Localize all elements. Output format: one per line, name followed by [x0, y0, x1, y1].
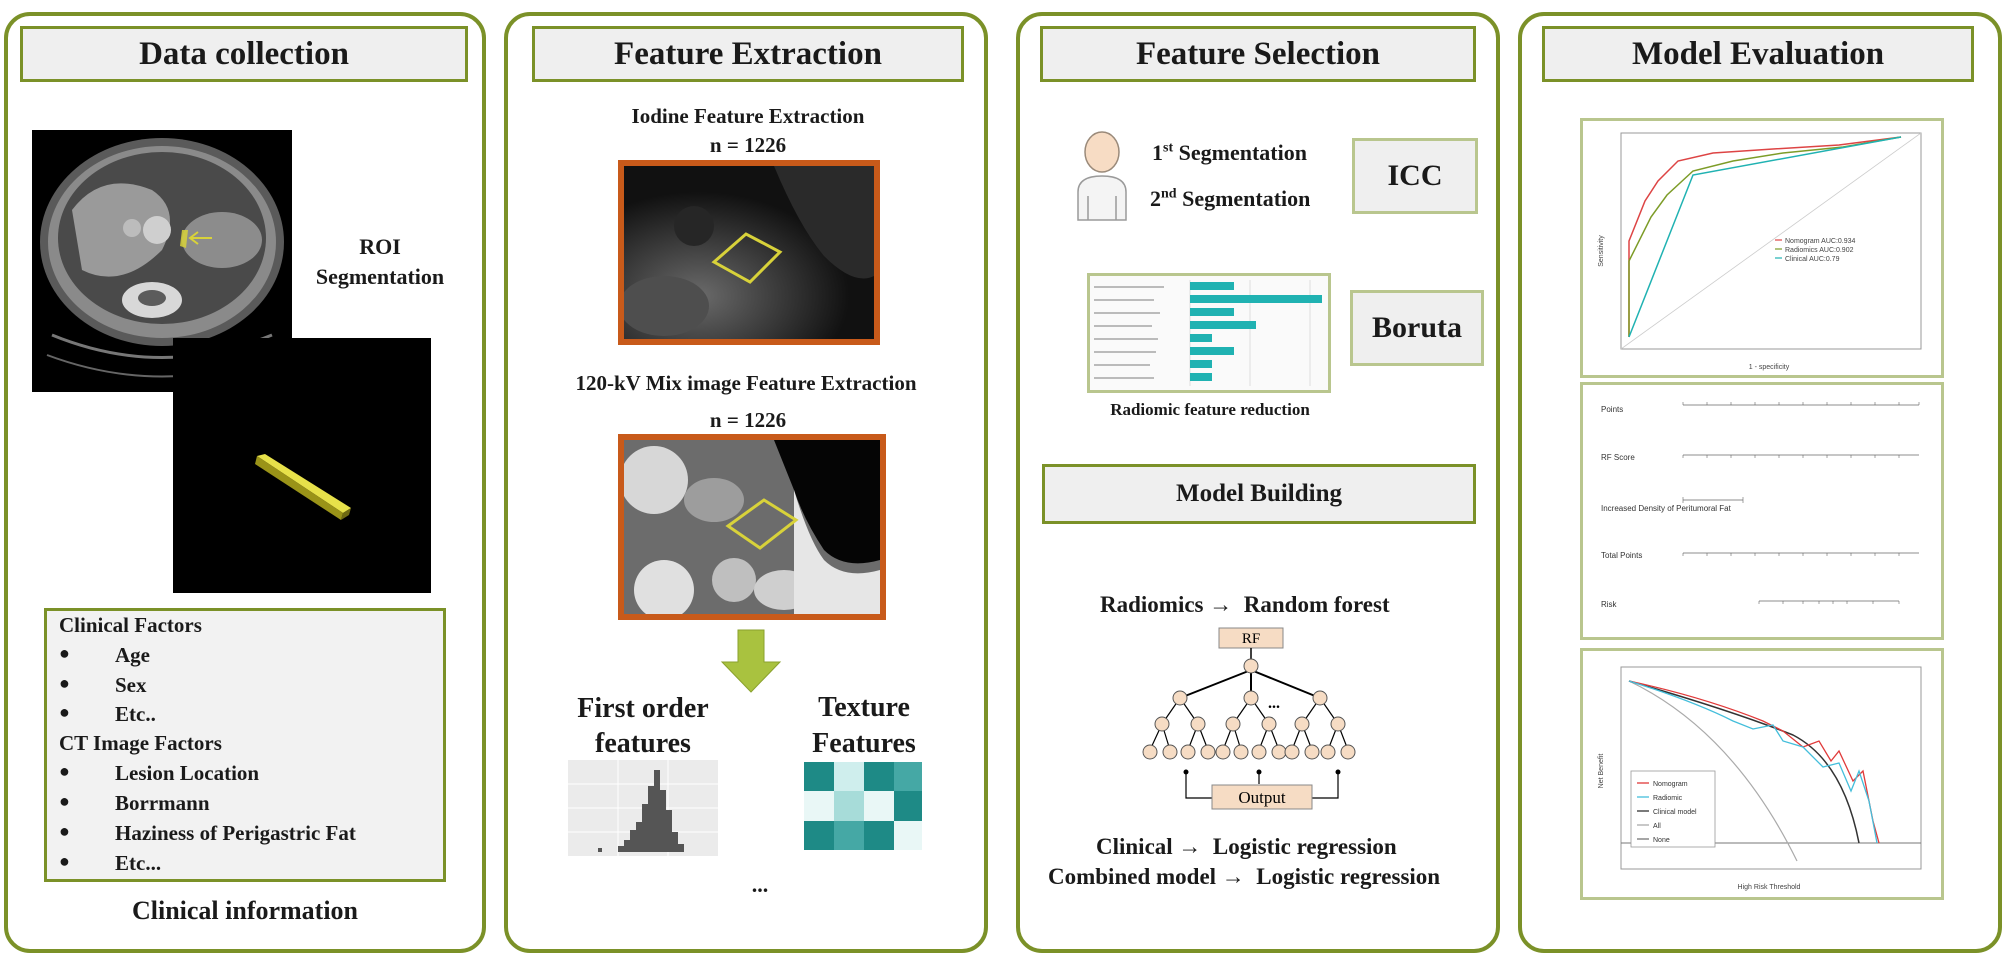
ct-factor-item: Lesion Location	[115, 761, 260, 785]
bullet-icon: ●	[59, 643, 70, 663]
first-segmentation-label: 1st Segmentation	[1152, 140, 1307, 166]
clinical-factor-item: Sex	[115, 673, 147, 697]
bullet-icon: ●	[59, 851, 70, 871]
dca-legend-item: Clinical model	[1653, 809, 1697, 816]
bullet-icon: ●	[59, 673, 70, 693]
ct-factor-item: Haziness of Perigastric Fat	[115, 821, 356, 845]
seg1-number: 1	[1152, 140, 1163, 165]
iodine-image	[618, 160, 880, 345]
down-arrow-icon	[718, 628, 784, 694]
person-icon	[1074, 130, 1130, 222]
tree-ellipsis: ...	[1268, 695, 1280, 712]
boruta-box: Boruta	[1350, 290, 1484, 366]
arrow-right-icon: →	[1221, 864, 1245, 889]
seg1-superscript: st	[1163, 140, 1174, 156]
first-order-label-line2: features	[595, 728, 691, 759]
dca-legend-item: All	[1653, 823, 1661, 830]
arrow-right-icon: →	[1178, 834, 1202, 859]
roi-3d-image	[173, 338, 431, 593]
texture-grid-image	[804, 762, 922, 850]
feature-importance-chart	[1087, 273, 1331, 393]
clinical-model-line: Clinical → Logistic regression	[1096, 834, 1397, 860]
dca-x-axis-label: High Risk Threshold	[1738, 884, 1801, 891]
dca-legend-item: Nomogram	[1653, 781, 1688, 788]
bullet-icon: ●	[59, 761, 70, 781]
roi-label-line2: Segmentation	[315, 264, 445, 289]
clinical-factor-item: Etc..	[115, 702, 156, 726]
mix-title: 120-kV Mix image Feature Extraction	[575, 371, 917, 395]
radiomics-label: Radiomics	[1100, 592, 1204, 617]
texture-label-line1: Texture	[818, 692, 910, 723]
seg2-number: 2	[1150, 186, 1161, 211]
logistic-regression-label: Logistic regression	[1256, 864, 1441, 889]
mix-n: n = 1226	[709, 408, 787, 432]
data-collection-header: Data collection	[20, 26, 468, 82]
nomogram-row-label: RF Score	[1601, 453, 1635, 462]
roc-legend-item: Radiomics AUC:0.902	[1785, 247, 1854, 254]
nomogram-row-label: Risk	[1601, 600, 1618, 609]
nomogram-row-label: Points	[1601, 405, 1623, 414]
ct-factor-item: Borrmann	[115, 791, 210, 815]
model-building-header: Model Building	[1042, 464, 1476, 524]
roc-legend-item: Nomogram AUC:0.934	[1785, 238, 1856, 245]
texture-label-line2: Features	[812, 728, 916, 759]
arrow-right-icon: →	[1209, 592, 1233, 617]
dca-y-axis-label: Net Benefit	[1598, 754, 1605, 789]
dca-legend-item: Radiomic	[1653, 795, 1683, 802]
dca-legend-item: None	[1653, 837, 1670, 844]
clinical-factors-heading: Clinical Factors	[59, 613, 202, 637]
random-forest-label: Random forest	[1243, 592, 1390, 617]
logistic-regression-label: Logistic regression	[1212, 834, 1397, 859]
output-node-label: Output	[1238, 788, 1286, 807]
histogram-image	[568, 760, 718, 856]
bullet-icon: ●	[59, 702, 70, 722]
icc-box: ICC	[1352, 138, 1478, 214]
roc-curve-chart: Nomogram AUC:0.934 Radiomics AUC:0.902 C…	[1580, 118, 1944, 378]
ct-factors-heading: CT Image Factors	[59, 731, 222, 755]
clinical-label: Clinical	[1096, 834, 1173, 859]
first-order-label-line1: First order	[577, 693, 709, 724]
clinical-factors-box: Clinical Factors ● Age ● Sex ● Etc.. CT …	[44, 608, 446, 882]
ct-factor-item: Etc...	[115, 851, 162, 875]
combined-model-line: Combined model → Logistic regression	[1048, 864, 1440, 890]
bullet-icon: ●	[59, 791, 70, 811]
nomogram-row-label: Total Points	[1601, 551, 1642, 560]
roc-legend-item: Clinical AUC:0.79	[1785, 256, 1840, 263]
random-forest-diagram: RF ...	[1140, 626, 1370, 816]
iodine-n: n = 1226	[709, 133, 787, 157]
roi-label-line1: ROI	[359, 234, 401, 259]
nomogram-row-label: Increased Density of Peritumoral Fat	[1601, 504, 1732, 513]
radiomic-feature-reduction-caption: Radiomic feature reduction	[1110, 400, 1310, 419]
second-segmentation-label: 2nd Segmentation	[1150, 186, 1310, 212]
more-features-ellipsis: ...	[751, 872, 769, 897]
feature-selection-header: Feature Selection	[1040, 26, 1476, 82]
bullet-icon: ●	[59, 821, 70, 841]
ct-scan-image	[32, 130, 292, 392]
radiomics-model-line: Radiomics → Random forest	[1100, 592, 1390, 618]
combined-model-label: Combined model	[1048, 864, 1217, 889]
clinical-factor-item: Age	[115, 643, 150, 667]
roc-x-axis-label: 1 - specificity	[1749, 364, 1790, 371]
mix-image	[618, 434, 886, 620]
seg2-superscript: nd	[1161, 186, 1177, 202]
nomogram-chart: Points RF Score Increased Density of Per…	[1580, 382, 1944, 640]
model-evaluation-header: Model Evaluation	[1542, 26, 1974, 82]
rf-node-label: RF	[1242, 631, 1260, 647]
clinical-information-caption: Clinical information	[131, 896, 359, 925]
seg2-text: Segmentation	[1182, 186, 1311, 211]
decision-curve-chart: Nomogram Radiomic Clinical model All Non…	[1580, 648, 1944, 900]
roc-y-axis-label: Sensitivity	[1598, 235, 1605, 267]
feature-extraction-header: Feature Extraction	[532, 26, 964, 82]
iodine-title: Iodine Feature Extraction	[631, 104, 865, 128]
seg1-text: Segmentation	[1178, 140, 1307, 165]
